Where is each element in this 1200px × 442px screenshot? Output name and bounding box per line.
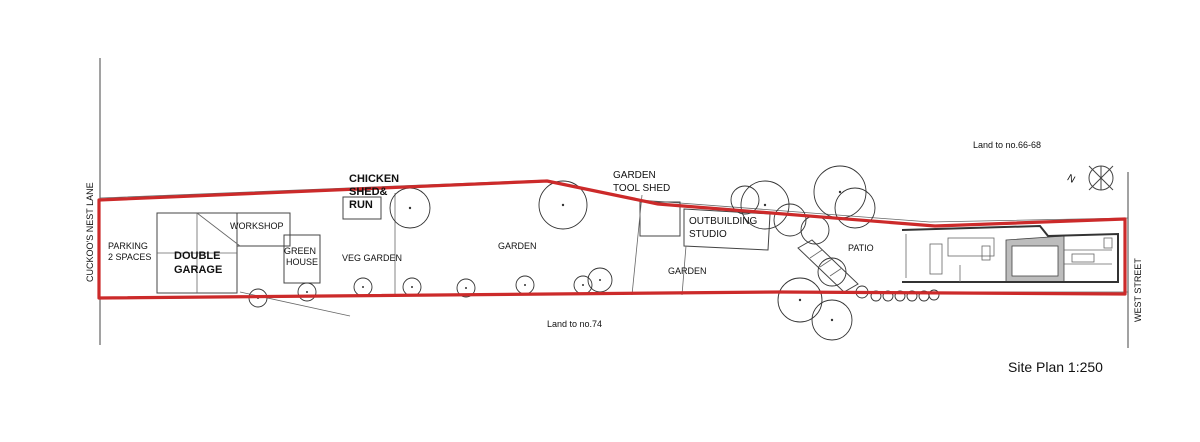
chicken-shed-label: CHICKEN SHED& RUN: [349, 173, 402, 211]
chicken-shed-label-line2: SHED&: [349, 186, 388, 198]
chicken-shed-building: [342, 196, 382, 220]
land-south-label: Land to no.74: [547, 319, 602, 329]
outbuilding-studio-building: [683, 208, 771, 251]
workshop-building: [196, 212, 291, 247]
double-garage-label-line2: GARAGE: [174, 264, 222, 276]
workshop-label: WORKSHOP: [230, 221, 284, 231]
land-north-label: Land to no.66-68: [973, 140, 1041, 150]
house-building: [901, 224, 1119, 283]
veg-garden-label: VEG GARDEN: [342, 253, 402, 263]
garden-main-label: GARDEN: [498, 241, 537, 251]
green-house-building: [283, 234, 321, 284]
chicken-shed-label-line1: CHICKEN: [349, 173, 399, 185]
garden-divider: [631, 194, 643, 296]
site-boundary: [97, 179, 1127, 300]
trees: [248, 165, 940, 341]
outbuilding-studio-label: OUTBUILDING STUDIO: [689, 216, 760, 240]
garden-lower-label: GARDEN: [668, 266, 707, 276]
parking-label-line2: 2 SPACES: [108, 252, 151, 262]
patio-label: PATIO: [848, 243, 874, 253]
north-marker-label: N: [1065, 173, 1077, 186]
outbuilding-studio-label-line2: STUDIO: [689, 229, 727, 240]
west-street-label: WEST STREET: [1133, 258, 1143, 322]
chicken-shed-label-line3: RUN: [349, 199, 373, 211]
north-arrow-icon: [1088, 165, 1114, 191]
parking-label: PARKING 2 SPACES: [108, 241, 151, 262]
green-house-label: GREEN HOUSE: [284, 246, 319, 267]
double-garage-label-line1: DOUBLE: [174, 250, 220, 262]
cuckoos-nest-lane-label: CUCKOO'S NEST LANE: [85, 182, 95, 282]
parking-label-line1: PARKING: [108, 241, 148, 251]
studio-divider: [681, 245, 687, 296]
green-house-label-line1: GREEN: [284, 246, 316, 256]
double-garage-label: DOUBLE GARAGE: [174, 250, 224, 276]
site-plan-title: Site Plan 1:250: [1008, 359, 1103, 375]
patio-steps: [797, 239, 859, 293]
garden-tool-shed-label-line1: GARDEN: [613, 170, 656, 181]
garden-tool-shed-label: GARDEN TOOL SHED: [613, 170, 670, 194]
green-house-label-line2: HOUSE: [286, 257, 318, 267]
garden-tool-shed-label-line2: TOOL SHED: [613, 183, 670, 194]
outbuilding-studio-label-line1: OUTBUILDING: [689, 216, 758, 227]
tool-shed-building: [639, 201, 681, 237]
